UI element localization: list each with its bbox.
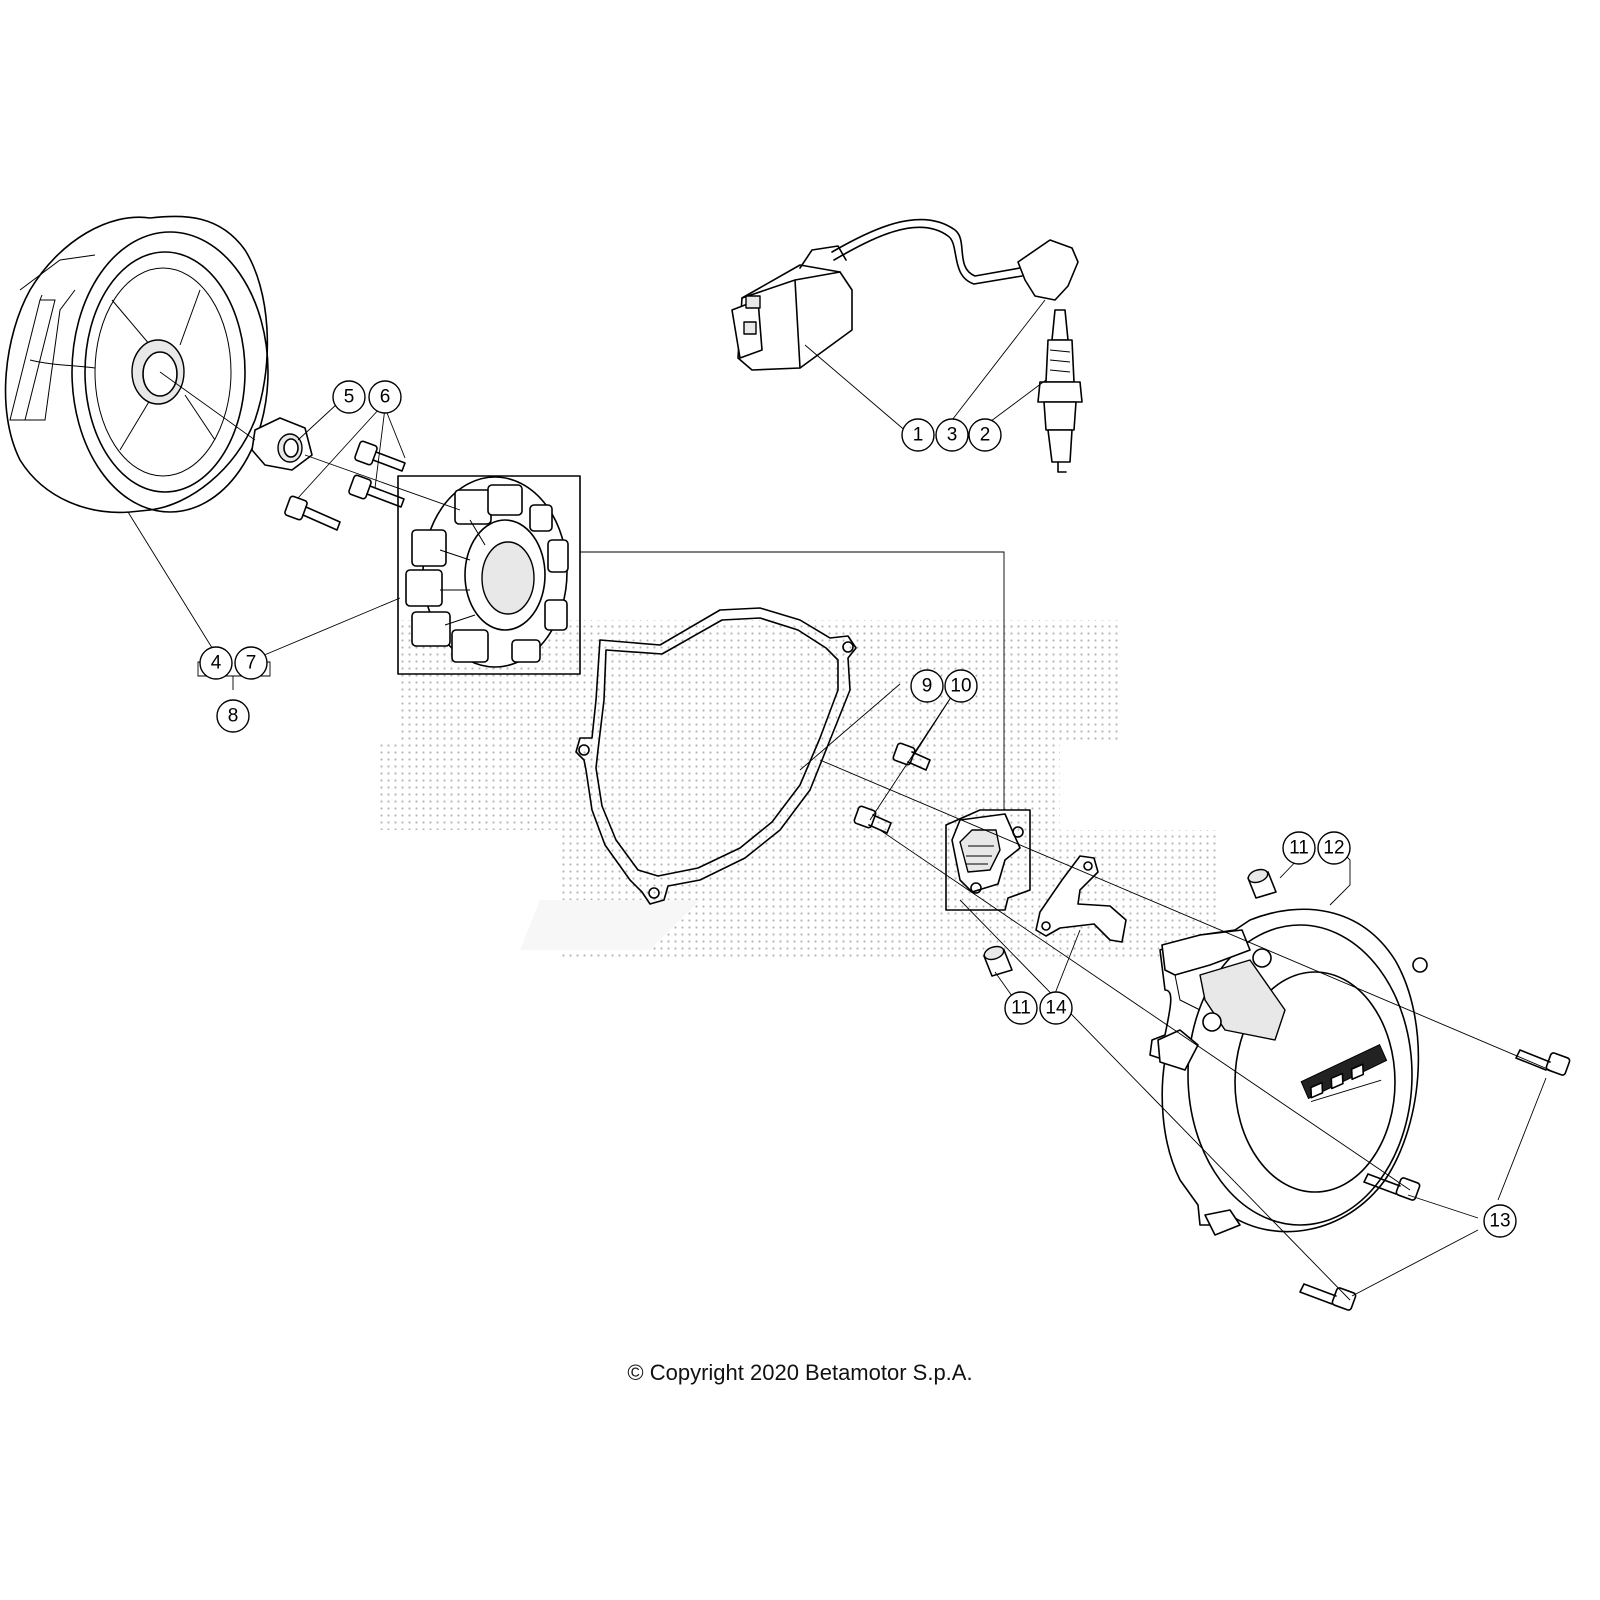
bushings [983,868,1277,977]
callout-3: 3 [935,418,969,452]
cover-logo [1300,1043,1388,1103]
svg-text:10: 10 [950,676,971,697]
pickup-sensor [945,809,1031,911]
flywheel-rotor [4,215,269,514]
callout-7: 7 [234,646,268,680]
stator [397,475,581,675]
leader-lines [127,299,1551,1301]
svg-text:12: 12 [1323,838,1344,859]
svg-text:13: 13 [1489,1211,1510,1232]
callout-14: 14 [1039,991,1073,1025]
cover-gasket [575,607,857,905]
flywheel-nut [251,417,313,471]
callout-5: 5 [332,380,366,414]
svg-text:14: 14 [1045,998,1067,1019]
callout-4: 4 [199,646,233,680]
callout-1: 1 [901,418,935,452]
spark-plug [1037,309,1083,473]
copyright-notice: © Copyright 2020 Betamotor S.p.A. [627,1360,973,1385]
ignition-coil [731,245,853,371]
generator-cover [1149,908,1428,1236]
callout-10: 10 [944,669,978,703]
callout-11-bottom: 11 [1004,991,1038,1025]
svg-text:9: 9 [922,676,933,697]
callout-12: 12 [1317,831,1351,865]
callout-13: 13 [1483,1204,1517,1238]
callout-8: 8 [216,699,250,733]
svg-text:4: 4 [211,653,222,674]
callout-11-top: 11 [1282,831,1316,865]
svg-text:11: 11 [1011,998,1031,1019]
svg-text:1: 1 [913,425,924,446]
svg-text:2: 2 [980,425,991,446]
cable-clamp [1035,855,1127,943]
svg-text:7: 7 [246,653,257,674]
callout-2: 2 [968,418,1002,452]
svg-text:6: 6 [380,387,391,408]
stator-bolts [284,440,406,531]
callout-6: 6 [368,380,402,414]
svg-text:11: 11 [1289,838,1309,859]
callout-9: 9 [910,669,944,703]
hv-cable-with-cap [831,218,1079,301]
svg-text:8: 8 [228,706,239,727]
svg-text:3: 3 [947,425,958,446]
svg-text:5: 5 [344,387,355,408]
